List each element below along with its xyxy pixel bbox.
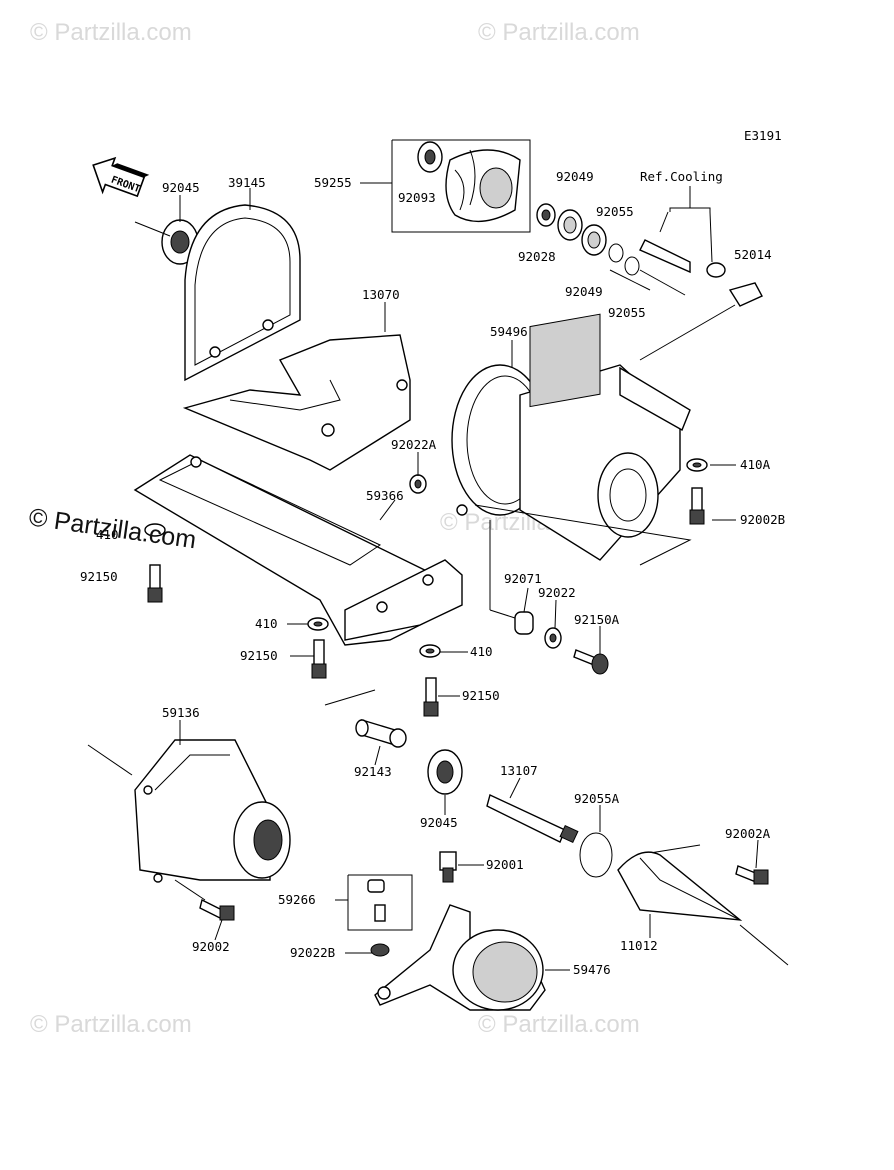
label-59136: 59136 xyxy=(162,705,200,720)
label-92045-top: 92045 xyxy=(162,180,200,195)
label-92150-right: 92150 xyxy=(462,688,500,703)
pump-case-59496 xyxy=(451,313,692,610)
bolt-92002a xyxy=(649,844,769,885)
label-39145: 39145 xyxy=(228,175,266,190)
label-92093: 92093 xyxy=(398,190,436,205)
label-92002b: 92002B xyxy=(740,512,785,527)
label-59476: 59476 xyxy=(573,962,611,977)
mount-bracket-59366 xyxy=(133,454,463,646)
watermark-bottom-left: © Partzilla.com xyxy=(30,1011,192,1038)
plug-92001 xyxy=(439,851,457,883)
watermark-top-left: © Partzilla.com xyxy=(30,19,192,46)
duct-13070 xyxy=(182,334,411,471)
watermark-top-right: © Partzilla.com xyxy=(478,19,640,46)
leader-lines xyxy=(179,188,759,971)
seals-and-rings xyxy=(536,203,686,296)
label-92049-a: 92049 xyxy=(556,169,594,184)
label-92028: 92028 xyxy=(518,249,556,264)
label-92150-mid: 92150 xyxy=(240,648,278,663)
label-13107: 13107 xyxy=(500,763,538,778)
label-410-mid: 410 xyxy=(255,616,278,631)
housing-59136 xyxy=(87,739,291,883)
label-52014: 52014 xyxy=(734,247,772,262)
sleeve-92143 xyxy=(324,689,407,748)
impeller-59255 xyxy=(360,139,531,233)
watermark-bottom-right: © Partzilla.com xyxy=(478,1011,640,1038)
label-92022: 92022 xyxy=(538,585,576,600)
bushing-92071-washer-92022-bolt-92150a xyxy=(489,609,609,675)
label-92150-left: 92150 xyxy=(80,569,118,584)
steering-nozzle-59476 xyxy=(374,904,546,1011)
label-11012: 11012 xyxy=(620,938,658,953)
washer-92022a xyxy=(409,474,427,494)
middle-washers-and-bolts xyxy=(307,617,441,717)
label-92071: 92071 xyxy=(504,571,542,586)
label-92055a: 92055A xyxy=(574,791,620,806)
label-92001: 92001 xyxy=(486,857,524,872)
diagram-code: E3191 xyxy=(744,128,782,143)
label-59366: 59366 xyxy=(366,488,404,503)
label-13070: 13070 xyxy=(362,287,400,302)
fitting-59266 xyxy=(335,874,413,957)
washer-410a-bolt-92002b xyxy=(686,458,708,525)
label-92002a: 92002A xyxy=(725,826,771,841)
label-92045-bottom: 92045 xyxy=(420,815,458,830)
faint-watermarks: © Partzilla.com © Partzilla.com © Partzi… xyxy=(30,19,640,1038)
label-410-right: 410 xyxy=(470,644,493,659)
label-92002: 92002 xyxy=(192,939,230,954)
bearing-92045-bottom xyxy=(427,749,463,795)
bolt-92002 xyxy=(174,879,235,921)
label-92143: 92143 xyxy=(354,764,392,779)
cover-gasket-39145 xyxy=(184,204,301,382)
label-92055-b: 92055 xyxy=(608,305,646,320)
label-410-left: 410 xyxy=(96,527,119,542)
left-washer-and-bolt xyxy=(144,523,166,603)
front-arrow-icon: FRONT xyxy=(92,156,150,198)
label-59266: 59266 xyxy=(278,892,316,907)
ref-cooling-note: Ref.Cooling xyxy=(640,169,723,184)
o-ring-92055a xyxy=(579,832,613,878)
label-59496: 59496 xyxy=(490,324,528,339)
label-92022b: 92022B xyxy=(290,945,335,960)
label-92049-b: 92049 xyxy=(565,284,603,299)
nozzle-11012 xyxy=(617,851,789,966)
label-410a: 410A xyxy=(740,457,771,472)
cooling-hose xyxy=(639,186,763,361)
label-59255: 59255 xyxy=(314,175,352,190)
label-92055-a: 92055 xyxy=(596,204,634,219)
part-labels: 92045 39145 59255 92093 92049 92055 9202… xyxy=(80,169,785,977)
label-92150a: 92150A xyxy=(574,612,620,627)
shaft-13107 xyxy=(486,794,579,844)
label-92022a: 92022A xyxy=(391,437,437,452)
